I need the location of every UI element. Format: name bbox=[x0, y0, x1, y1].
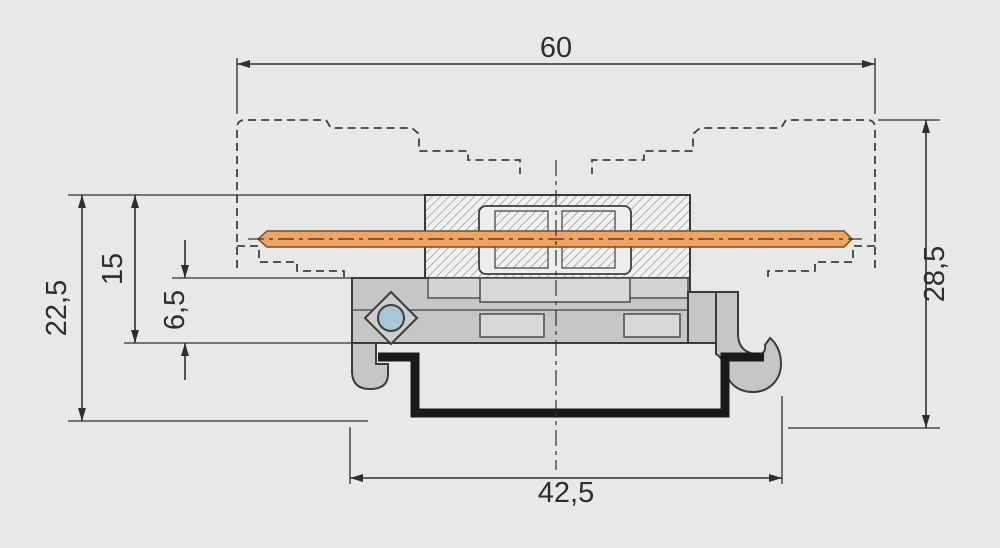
plug-left-lower-outline bbox=[237, 245, 345, 277]
dimension-label: 22,5 bbox=[41, 280, 73, 336]
screw-hole bbox=[377, 304, 405, 332]
screw-symbol bbox=[363, 290, 419, 346]
arrowhead-down bbox=[181, 265, 189, 278]
arrowhead-up bbox=[78, 195, 86, 208]
arrowhead-up bbox=[922, 120, 930, 133]
arrowhead-down bbox=[78, 408, 86, 421]
arrowhead-left bbox=[350, 474, 363, 482]
plug-right-lower-outline bbox=[767, 245, 875, 277]
plug-left-upper-outline bbox=[236, 119, 521, 268]
arrowhead-up bbox=[131, 195, 139, 208]
dimension-label: 15 bbox=[97, 253, 129, 285]
arrowhead-down bbox=[131, 330, 139, 343]
housing-rib bbox=[494, 210, 549, 234]
dimension-label: 6,5 bbox=[159, 290, 191, 330]
contact-busbar bbox=[248, 230, 862, 248]
dimension-left-outer: 22,5 bbox=[41, 194, 430, 422]
carrier-right-arm bbox=[687, 291, 717, 344]
housing-rib bbox=[561, 210, 616, 234]
connector-body bbox=[424, 194, 691, 279]
arrowhead-down bbox=[922, 415, 930, 428]
arrowhead-left bbox=[237, 60, 250, 68]
plug-outline-left bbox=[236, 119, 521, 277]
din-rail bbox=[378, 352, 764, 418]
arrowhead-right bbox=[862, 60, 875, 68]
arrowhead-right bbox=[769, 474, 782, 482]
plug-right-upper-outline bbox=[591, 119, 876, 268]
dimension-left-mid: 15 bbox=[97, 195, 352, 344]
dimension-top: 60 bbox=[236, 32, 876, 114]
dimension-right: 28,5 bbox=[788, 119, 951, 429]
plug-outline-right bbox=[591, 119, 876, 277]
housing-rib bbox=[494, 244, 549, 269]
dimension-label: 42,5 bbox=[538, 477, 594, 509]
dimension-left-inner: 6,5 bbox=[159, 240, 352, 380]
carrier-latch-tab bbox=[479, 277, 631, 303]
housing-rib bbox=[561, 244, 616, 269]
carrier-slot-left bbox=[479, 313, 545, 338]
dimension-label: 28,5 bbox=[919, 246, 951, 302]
mounting-carrier bbox=[351, 277, 783, 394]
arrowhead-up bbox=[181, 343, 189, 356]
carrier-foot bbox=[351, 342, 389, 391]
dimension-bottom: 42,5 bbox=[349, 396, 783, 509]
carrier-slot-right bbox=[623, 313, 681, 338]
dimension-label: 60 bbox=[540, 32, 572, 64]
